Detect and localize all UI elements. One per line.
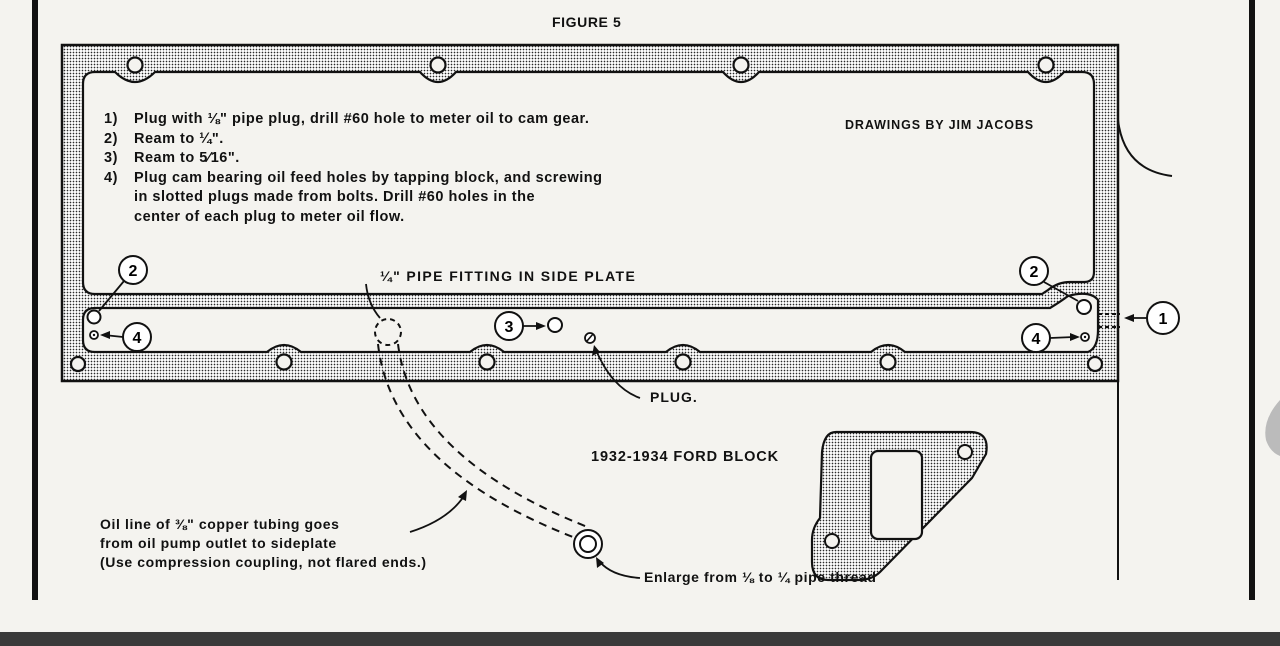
plug-slot (586, 333, 594, 342)
note-text: Ream to 5⁄16". (134, 150, 240, 166)
plug-hole-right-center (1083, 335, 1087, 339)
note-item: 2) Ream to ¼". (104, 130, 603, 150)
ream-hole-3 (547, 317, 563, 333)
left-border-bar (32, 0, 38, 600)
arrowhead (100, 331, 110, 339)
callout-2-left-circle (118, 255, 148, 285)
note-number: 1) (104, 111, 118, 127)
bolt-hole (1037, 56, 1055, 74)
pipe-fitting-hidden (374, 318, 402, 346)
oil-line-tube (377, 343, 587, 543)
leader-line (365, 283, 381, 319)
note-text-continued: center of each plug to meter oil flow. (134, 208, 405, 225)
instruction-notes: 1) Plug with ⅛" pipe plug, drill #60 hol… (104, 110, 603, 227)
leader-line (409, 495, 465, 533)
right-border-bar (1249, 0, 1255, 600)
bolt-hole (1086, 355, 1104, 373)
note-item: 4) Plug cam bearing oil feed holes by ta… (104, 169, 603, 189)
bolt-hole (69, 355, 87, 373)
arrowhead (596, 557, 604, 568)
ford-block-label: 1932-1934 FORD BLOCK (591, 449, 780, 465)
drawing-credit: DRAWINGS BY JIM JACOBS (845, 118, 1035, 132)
note-number: 3) (104, 150, 118, 166)
bolt-hole (674, 353, 692, 371)
oil-line-tube (397, 343, 591, 529)
callout-3-label: 3 (505, 319, 514, 336)
note-text: Plug cam bearing oil feed holes by tappi… (134, 169, 603, 186)
arrowhead (1070, 333, 1080, 341)
oil-line-label-1: Oil line of ⅜" copper tubing goes (100, 516, 340, 532)
enlarge-label: Enlarge from ⅛ to ¼ pipe thread (644, 569, 877, 585)
plug-label: PLUG. (650, 389, 698, 405)
pipe-fitting-label: ¼" PIPE FITTING IN SIDE PLATE (380, 268, 637, 284)
bolt-hole (275, 353, 293, 371)
arrowhead (458, 490, 467, 501)
leader-line (98, 280, 125, 312)
callout-2-right-circle (1019, 256, 1049, 286)
note-text: Ream to ¼". (134, 130, 224, 147)
note-item: 1) Plug with ⅛" pipe plug, drill #60 hol… (104, 110, 603, 130)
leader-line (599, 561, 641, 579)
bolt-hole (732, 56, 750, 74)
note-item: 3) Ream to 5⁄16". (104, 149, 603, 169)
upper-open-area (81, 70, 1096, 296)
bolt-hole (126, 56, 144, 74)
note-number: 2) (104, 130, 118, 147)
leader-line (595, 349, 641, 399)
callout-2-right-label: 2 (1030, 264, 1039, 281)
callout-2-left-label: 2 (129, 263, 138, 280)
callout-4-left-label: 4 (133, 330, 142, 347)
oil-line-label-3: (Use compression coupling, not flared en… (100, 554, 427, 570)
arrowhead (1124, 314, 1134, 322)
arrowhead (592, 345, 600, 356)
block-outline (1117, 119, 1173, 177)
outlet-fitting-inner (579, 535, 597, 553)
gasket-bolt-hole (957, 444, 973, 460)
figure-title: FIGURE 5 (552, 14, 622, 30)
right-margin-notch (1265, 400, 1280, 456)
ream-hole-left (86, 309, 102, 325)
bolt-hole (429, 56, 447, 74)
bolt-hole (478, 353, 496, 371)
bottom-edge-strip (0, 632, 1280, 646)
arrowhead (536, 322, 546, 330)
gasket-port (869, 449, 924, 541)
note-text: Plug with ⅛" pipe plug, drill #60 hole t… (134, 111, 590, 127)
ream-hole-right (1076, 299, 1092, 315)
leader-line (1043, 281, 1079, 302)
oil-line-label-2: from oil pump outlet to sideplate (100, 535, 337, 551)
plug-hole-left-center (92, 333, 96, 337)
note-text-continued: in slotted plugs made from bolts. Drill … (134, 189, 536, 205)
lower-channel (81, 292, 1100, 354)
note-number: 4) (104, 169, 118, 186)
gasket-bolt-hole (824, 533, 840, 549)
callout-4-right-label: 4 (1032, 331, 1041, 348)
callout-1-label: 1 (1159, 311, 1168, 328)
bolt-hole (879, 353, 897, 371)
